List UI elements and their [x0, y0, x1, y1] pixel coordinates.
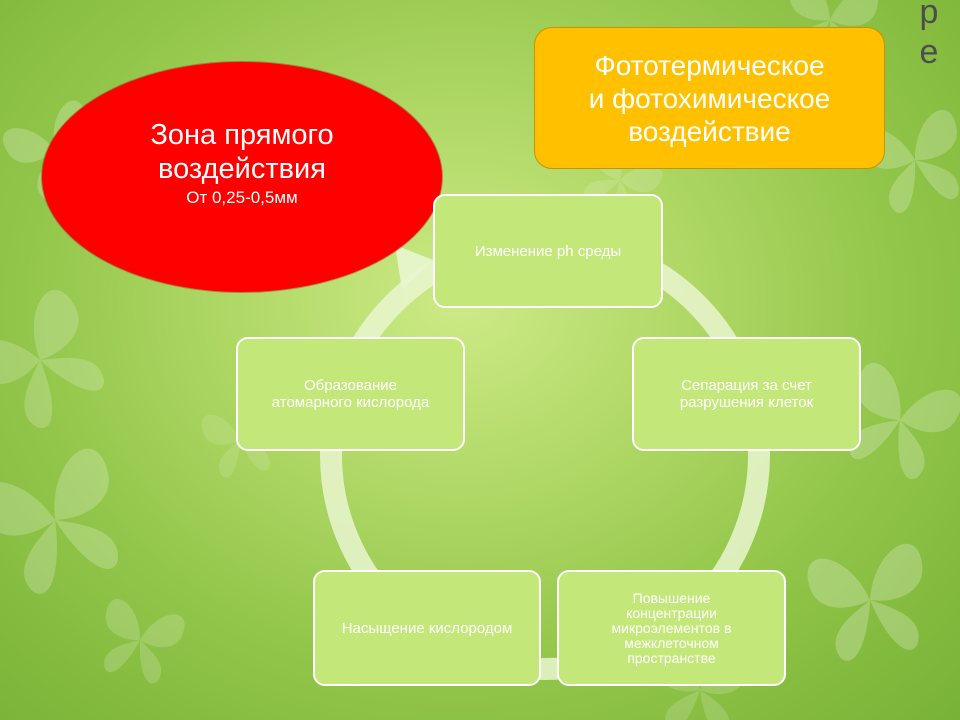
cycle-arrowhead: [395, 245, 433, 290]
corner-letter: е: [919, 33, 939, 71]
cycle-node-ph-change: Изменение ph среды: [433, 194, 663, 308]
impact-type-callout: Фототермическое и фотохимическое воздейс…: [534, 27, 885, 169]
zone-title: Зона прямого воздействия: [150, 119, 334, 185]
cycle-node-cell-separation: Сепарация за счет разрушения клеток: [632, 337, 861, 451]
corner-letter: р: [919, 0, 939, 31]
direct-impact-zone-ellipse: Зона прямого воздействия От 0,25-0,5мм: [42, 62, 442, 292]
zone-subtitle: От 0,25-0,5мм: [186, 188, 298, 207]
cycle-node-oxygen-saturation: Насыщение кислородом: [313, 570, 541, 686]
corner-text: р е: [914, 0, 944, 72]
cycle-node-atomic-oxygen: Образование атомарного кислорода: [236, 337, 465, 451]
cycle-node-microelements: Повышение концентрации микроэлементов в …: [557, 570, 786, 686]
